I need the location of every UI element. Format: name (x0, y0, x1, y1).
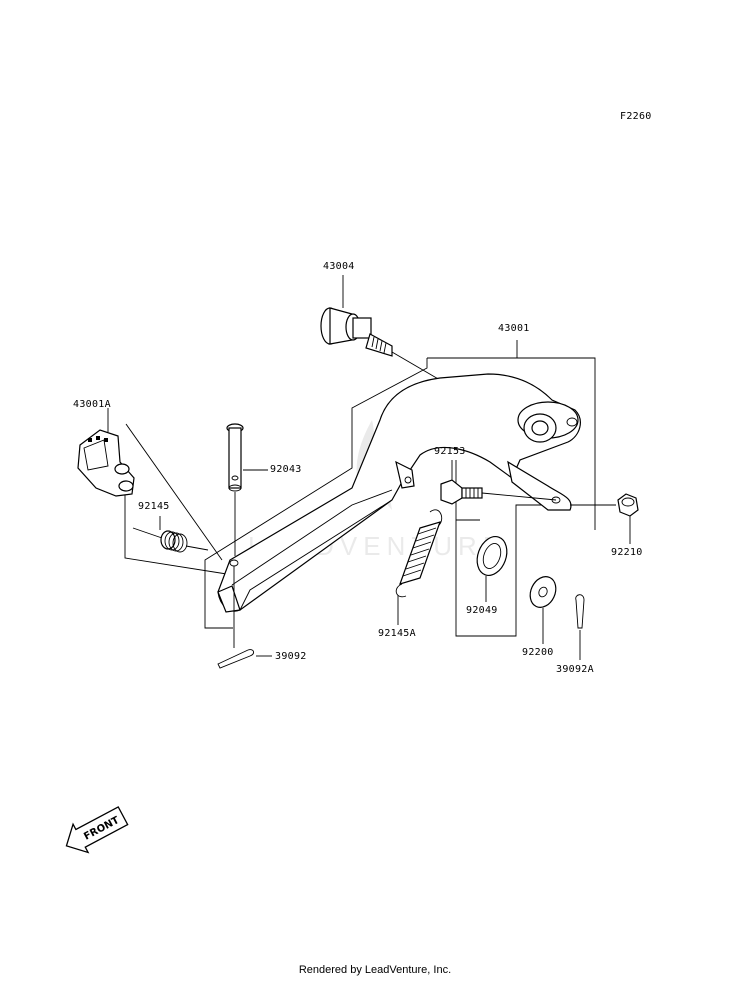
torsion-spring-92145 (132, 516, 209, 553)
assembly-guide-lines (124, 340, 596, 637)
label-43004: 43004 (323, 261, 355, 272)
oil-seal-92049 (476, 536, 508, 602)
label-92145a: 92145A (378, 628, 416, 639)
extension-spring-92145a (395, 509, 443, 625)
cotter-pin-39092 (217, 649, 272, 669)
label-43001: 43001 (498, 323, 530, 334)
label-39092: 39092 (275, 651, 307, 662)
pin-92043 (226, 423, 268, 556)
label-39092a: 39092A (556, 664, 594, 675)
front-arrow: FRONT (65, 806, 129, 854)
label-92200: 92200 (522, 647, 554, 658)
label-92210: 92210 (611, 547, 643, 558)
washer-92200 (529, 576, 557, 644)
bolt-92153 (440, 460, 557, 505)
pedal-pad-43001a (77, 408, 135, 497)
label-43001a: 43001A (73, 399, 111, 410)
label-92043: 92043 (270, 464, 302, 475)
footer-credit: Rendered by LeadVenture, Inc. (298, 964, 452, 976)
brake-pedal-43001 (217, 373, 581, 648)
label-92145: 92145 (138, 501, 170, 512)
label-92049: 92049 (466, 605, 498, 616)
nut-92210 (570, 493, 639, 544)
cotter-pin-39092a (575, 594, 585, 660)
label-92153: 92153 (434, 446, 466, 457)
figure-code: F2260 (620, 111, 652, 122)
shaft-43004 (320, 275, 441, 381)
